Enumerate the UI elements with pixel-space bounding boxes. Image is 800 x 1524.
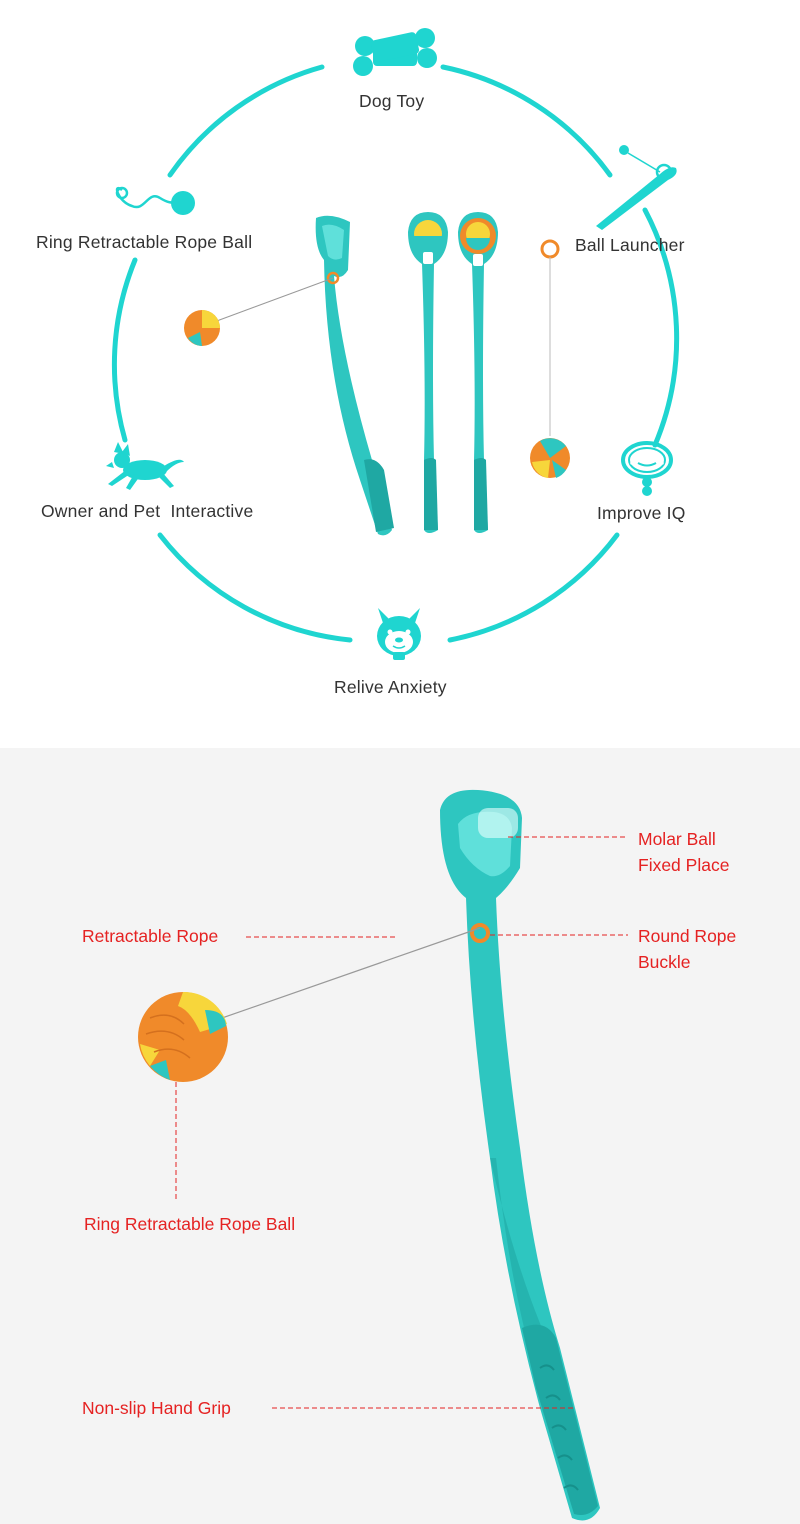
rope-ball-icon: [115, 186, 195, 215]
product-launcher-back: [458, 212, 498, 533]
pet-collar-icon: [621, 441, 673, 496]
product-launcher-side: [184, 215, 394, 536]
rope-ball-small: [184, 310, 220, 346]
callout-hand-grip: Non-slip Hand Grip: [82, 1398, 231, 1418]
retractable-rope-line: [221, 927, 481, 1019]
grip-texture: [539, 1364, 579, 1491]
features-section: Dog Toy Ring Retractable Rope Ball Ball …: [0, 0, 800, 748]
callout-lines: [175, 836, 628, 1409]
callout-retractable-rope: Retractable Rope: [82, 926, 219, 946]
callout-round-rope-line2: Buckle: [638, 952, 691, 972]
callout-molar-ball-line2: Fixed Place: [638, 855, 730, 875]
product-launcher-large: [440, 789, 600, 1521]
running-dog-icon: [106, 442, 184, 490]
hanging-rope-ball: [530, 239, 570, 478]
feature-label-rope-ball: Ring Retractable Rope Ball: [36, 232, 253, 252]
features-graphic: [106, 28, 680, 660]
callout-molar-ball: Molar Ball Fixed Place: [638, 826, 729, 878]
detail-graphic: [138, 789, 628, 1521]
callout-rope-ball: Ring Retractable Rope Ball: [84, 1214, 296, 1234]
detail-section: Molar Ball Fixed Place Retractable Rope …: [0, 748, 800, 1524]
feature-label-dog-toy: Dog Toy: [359, 91, 425, 111]
callout-round-rope-line1: Round Rope: [638, 926, 737, 946]
feature-label-owner-pet: Owner and Pet Interactive: [41, 501, 254, 521]
feature-ring: [111, 64, 680, 643]
callout-round-rope: Round Rope Buckle: [638, 923, 736, 975]
feature-label-improve-iq: Improve IQ: [597, 503, 686, 523]
callout-molar-ball-line1: Molar Ball: [638, 829, 716, 849]
shiba-dog-face-icon: [377, 608, 421, 660]
product-launcher-front: [408, 212, 448, 533]
feature-label-relive-anxiety: Relive Anxiety: [334, 677, 447, 697]
feature-label-ball-launcher: Ball Launcher: [575, 235, 685, 255]
rope-ball-large: [138, 991, 228, 1082]
bone-icon: [353, 28, 437, 76]
launcher-icon: [596, 145, 677, 230]
